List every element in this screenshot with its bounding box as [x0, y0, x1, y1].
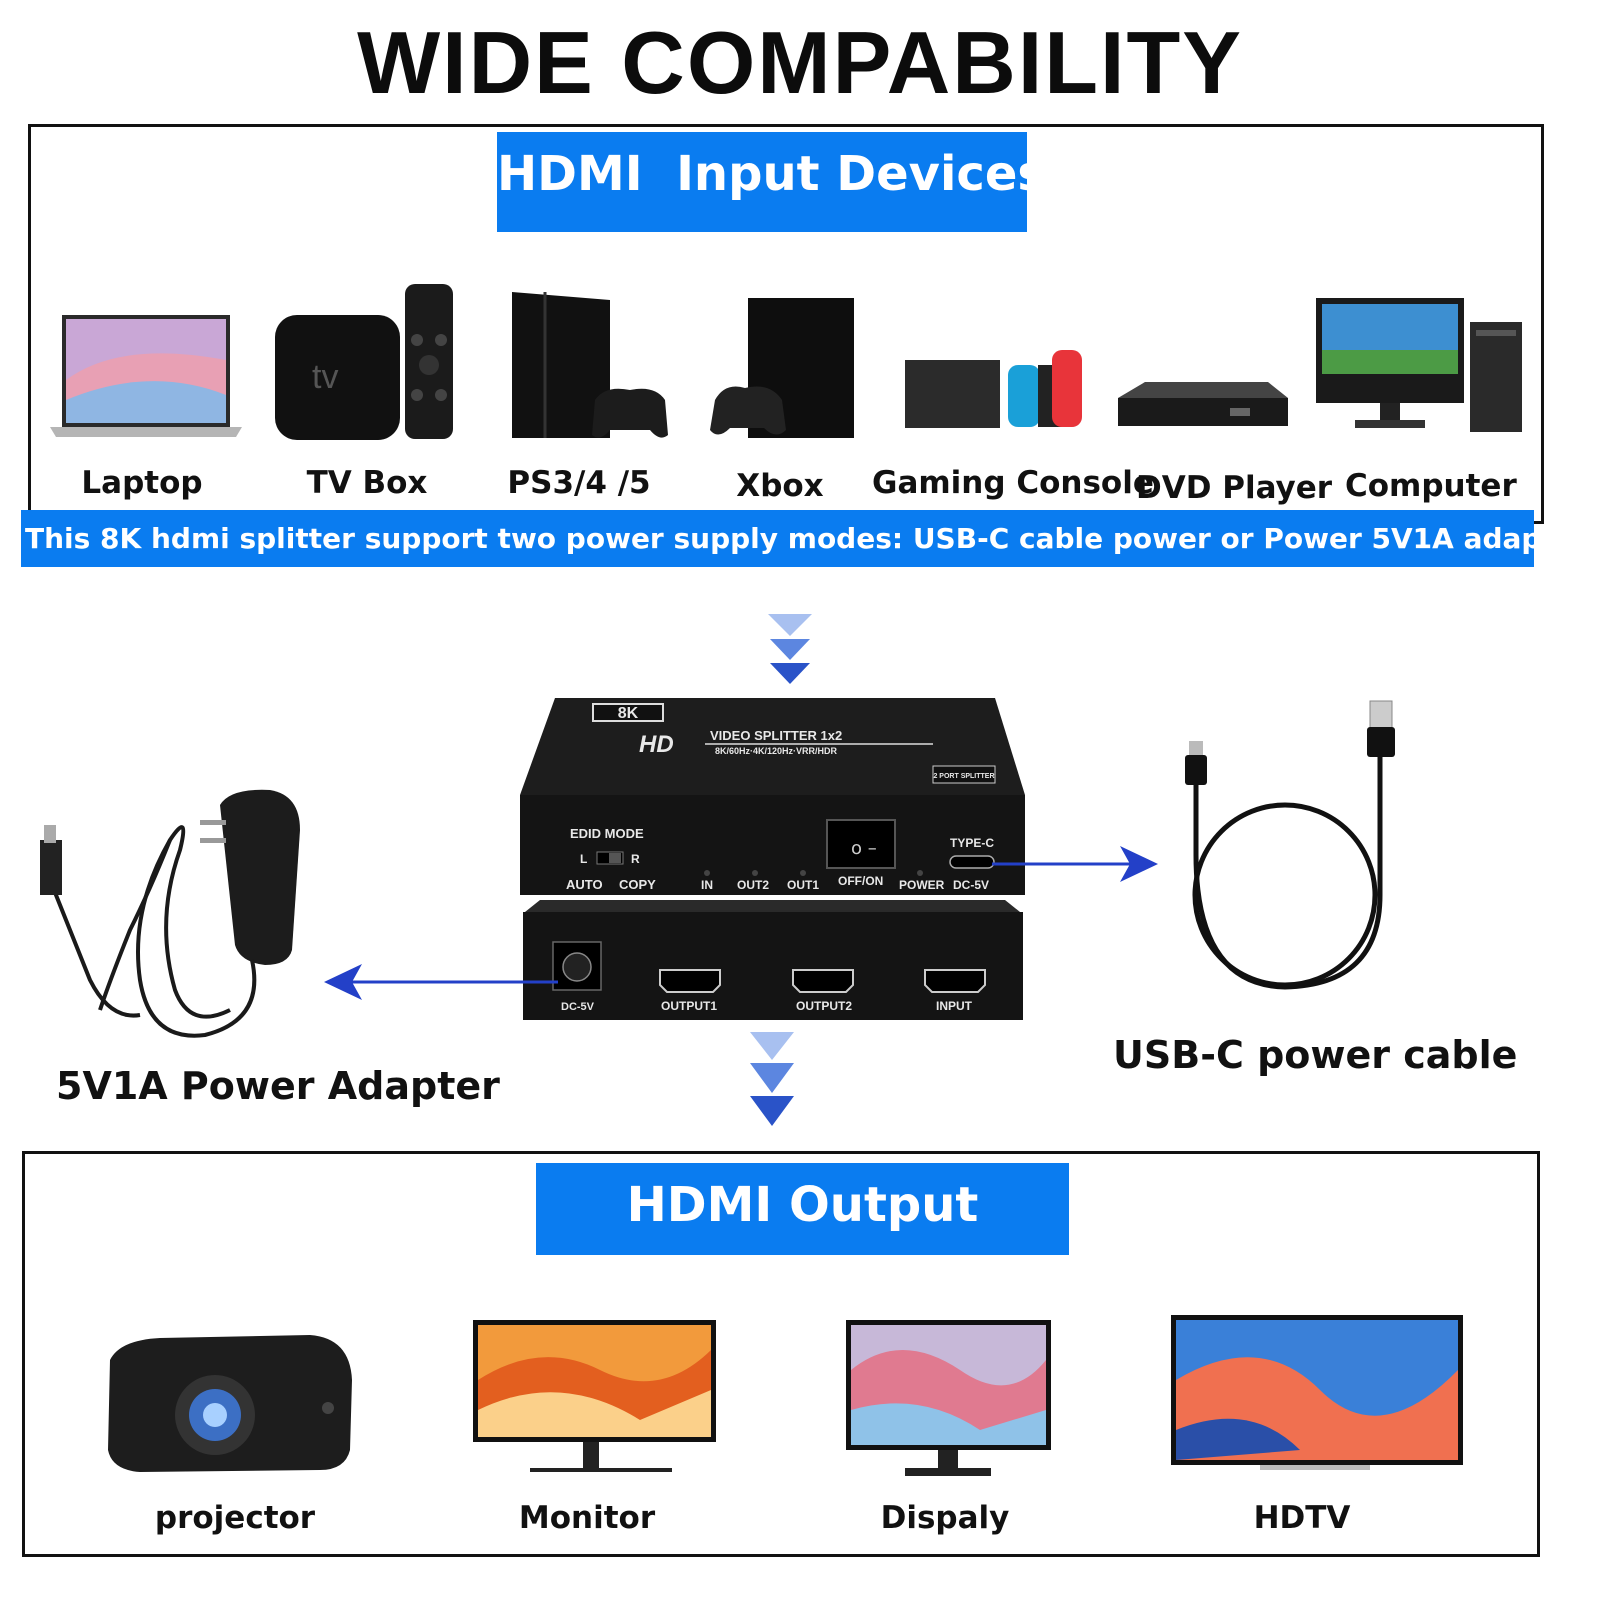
- edid-mode-label: EDID MODE: [570, 826, 644, 841]
- usb-c-cable-icon: [1185, 700, 1395, 990]
- splitter-port-tag: 2 PORT SPLITTER: [933, 773, 994, 780]
- xbox-icon: [710, 298, 854, 438]
- led-out1-label: OUT1: [787, 878, 819, 892]
- monitor-icon: [473, 1320, 716, 1472]
- dvd-player-icon: [1118, 382, 1288, 426]
- splitter-model: VIDEO SPLITTER 1x2: [710, 728, 842, 743]
- device-label-gaming-console: Gaming Console: [872, 465, 1154, 501]
- input-devices-illustrations: tv: [50, 284, 1522, 440]
- projector-icon: [108, 1335, 352, 1472]
- arrow-right-icon: [992, 846, 1158, 882]
- laptop-icon: [50, 315, 242, 437]
- device-label-dvd-player: DVD Player: [1136, 470, 1333, 506]
- svg-text:o –: o –: [851, 838, 877, 859]
- output1-port-label: OUTPUT1: [661, 999, 717, 1013]
- power-adapter-icon: [40, 789, 300, 1038]
- computer-icon: [1316, 298, 1522, 432]
- display-icon: [846, 1320, 1051, 1476]
- device-label-tv-box: TV Box: [306, 465, 428, 501]
- device-label-hdtv: HDTV: [1253, 1500, 1351, 1536]
- input-devices-heading: HDMI Input Devices: [497, 132, 1046, 232]
- type-c-label: TYPE-C: [950, 836, 994, 850]
- dc-5v-front-label: DC-5V: [953, 878, 989, 892]
- power-adapter-label: 5V1A Power Adapter: [56, 1064, 500, 1108]
- device-label-laptop: Laptop: [81, 465, 203, 501]
- led-out2-label: OUT2: [737, 878, 769, 892]
- splitter-badge: 8K: [618, 705, 639, 722]
- playstation-icon: [512, 292, 668, 438]
- splitter-spec: 8K/60Hz·4K/120Hz·VRR/HDR: [715, 746, 838, 756]
- device-label-display: Dispaly: [880, 1500, 1010, 1536]
- output2-port-label: OUTPUT2: [796, 999, 852, 1013]
- page-title: WIDE COMPABILITY: [357, 13, 1243, 112]
- output-devices-illustrations: [108, 1315, 1463, 1476]
- switch-console-icon: [905, 350, 1082, 428]
- switch-right-label: R: [631, 852, 640, 866]
- hdmi-splitter-device: 8K HD VIDEO SPLITTER 1x2 8K/60Hz·4K/120H…: [520, 698, 1025, 1020]
- tv-logo: tv: [312, 358, 338, 396]
- down-arrows-icon: [768, 614, 812, 684]
- down-arrows-bottom-icon: [750, 1032, 794, 1126]
- hdtv-icon: [1171, 1315, 1463, 1470]
- arrow-left-icon: [324, 964, 558, 1000]
- dc-5v-back-label: DC-5V: [561, 1001, 595, 1013]
- off-on-label: OFF/ON: [838, 874, 883, 888]
- output-devices-panel: [22, 1151, 1540, 1557]
- device-label-computer: Computer: [1345, 468, 1517, 504]
- auto-label: AUTO: [566, 877, 603, 892]
- power-label: POWER: [899, 878, 945, 892]
- led-in-label: IN: [701, 878, 713, 892]
- output-devices-heading: HDMI Output Devices: [536, 1163, 1069, 1317]
- device-label-xbox: Xbox: [736, 468, 824, 504]
- usb-c-cable-label: USB-C power cable: [1113, 1033, 1518, 1077]
- switch-left-label: L: [580, 852, 587, 866]
- splitter-brand: HD: [639, 731, 674, 758]
- tv-box-icon: tv: [275, 284, 453, 440]
- power-supply-note: This 8K hdmi splitter support two power …: [21, 510, 1594, 567]
- input-port-label: INPUT: [936, 999, 973, 1013]
- device-label-playstation: PS3/4 /5: [507, 465, 651, 501]
- device-label-projector: projector: [154, 1500, 316, 1536]
- copy-label: COPY: [619, 877, 656, 892]
- device-label-monitor: Monitor: [518, 1500, 656, 1536]
